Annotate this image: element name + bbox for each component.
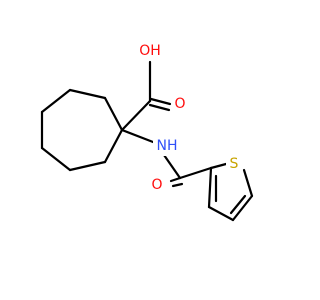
ring-double-bond [229, 194, 247, 215]
ring-bond [242, 168, 254, 198]
ring-bond [40, 88, 72, 114]
c-cooh-bond [120, 99, 152, 132]
ring-bond [68, 160, 107, 172]
o-amide-label: O [151, 177, 162, 193]
s-label: S [230, 156, 239, 172]
c-n-bond [120, 128, 155, 144]
oh-label: OH [139, 43, 161, 59]
n-c-bond [162, 153, 182, 180]
c-o-double-bond [149, 97, 172, 106]
o-carbonyl-acid-label: O [174, 96, 185, 112]
ring-bond [103, 96, 124, 132]
ring-bond [209, 162, 228, 170]
c-o-double-bond [148, 103, 171, 112]
carboxylic-acid-group [120, 60, 172, 132]
c-o-double-bond [171, 182, 184, 188]
c-o-double-bond [169, 176, 182, 183]
molecule-structure-diagram: OH O NH O S [40, 40, 254, 222]
ring-bond [103, 128, 124, 164]
ring-bond [207, 166, 213, 209]
ring-bond [40, 146, 72, 172]
ring-bond [68, 88, 107, 100]
cycloheptane-ring [40, 88, 124, 172]
c-thiophene-bond [178, 166, 213, 180]
ring-bond [207, 205, 235, 222]
thiophene-ring [207, 162, 254, 222]
amide-group [120, 128, 213, 188]
atom-labels: OH O NH O S [139, 40, 242, 195]
ring-bond [231, 194, 254, 222]
nh-label: NH [157, 138, 178, 154]
